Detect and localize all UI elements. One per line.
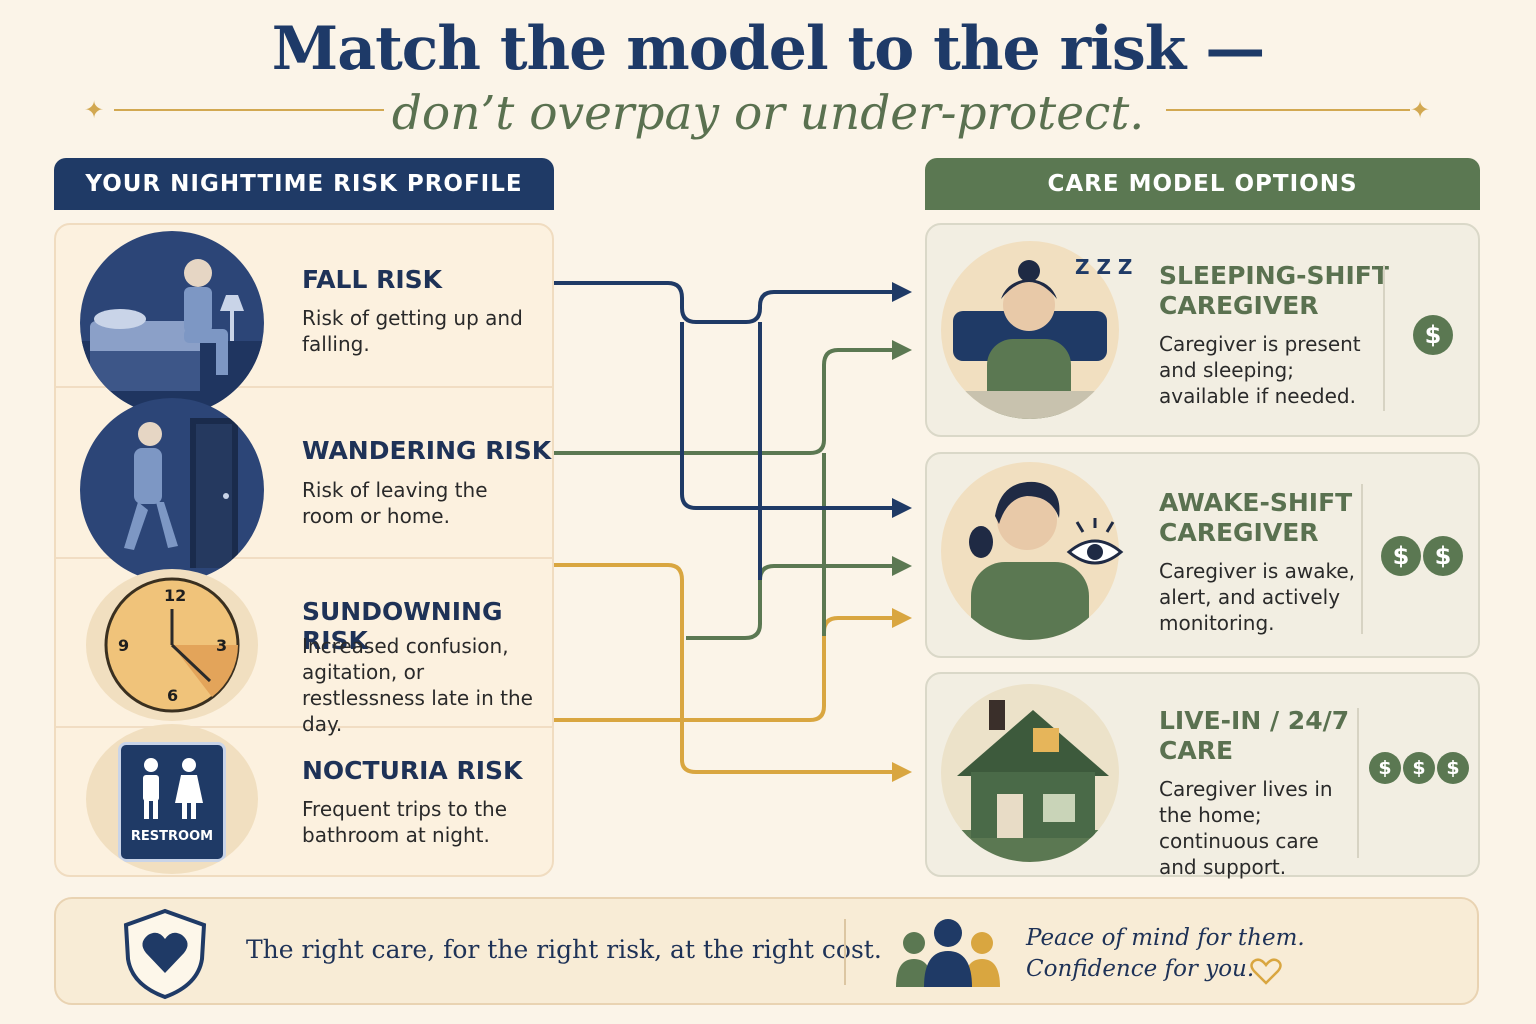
banner-tagline: The right care, for the right risk, at t… <box>246 935 882 964</box>
clock-6: 6 <box>167 686 178 705</box>
dollar-coin-icon: $ <box>1369 752 1401 784</box>
care-title-line1: SLEEPING-SHIFT <box>1159 261 1389 290</box>
fall-illustration <box>80 231 264 415</box>
divider <box>1361 484 1363 634</box>
connector-wandering-to-sleeping <box>554 340 912 455</box>
page-title: Match the model to the risk — <box>271 14 1265 84</box>
care-title: AWAKE-SHIFT CAREGIVER <box>1159 488 1352 548</box>
page-subtitle: don’t overpay or under-protect. <box>391 86 1145 141</box>
care-desc: Caregiver is present and sleeping; avail… <box>1159 332 1361 408</box>
dollar-coin-icon: $ <box>1423 536 1463 576</box>
connector-sundowning-to-livein <box>554 563 912 782</box>
restroom-label: RESTROOM <box>130 829 214 844</box>
dollar-coin-icon: $ <box>1413 315 1453 355</box>
risk-desc: Risk of getting up and falling. <box>302 306 523 356</box>
cost-indicator: $ $ $ <box>1369 752 1469 784</box>
risk-row-fall: FALL RISK Risk of getting up and falling… <box>56 225 552 415</box>
clock-9: 9 <box>118 636 129 655</box>
care-card-livein: LIVE-IN / 24/7 CARE Caregiver lives in t… <box>925 672 1480 879</box>
risk-row-sundowning: 12 3 6 9 SUNDOWNING RISK Increased confu… <box>56 565 552 736</box>
care-title: LIVE-IN / 24/7 CARE <box>1159 706 1349 766</box>
care-card-sleeping: Z Z Z SLEEPING-SHIFT CAREGIVER Caregiver… <box>925 223 1480 437</box>
shield-heart-icon <box>120 907 210 1005</box>
divider-right <box>1166 109 1410 111</box>
care-card-awake: AWAKE-SHIFT CAREGIVER Caregiver is awake… <box>925 452 1480 658</box>
risk-desc: Frequent trips to the bathroom at night. <box>302 797 508 847</box>
care-title-line2: CAREGIVER <box>1159 291 1319 320</box>
risk-title: NOCTURIA RISK <box>302 756 523 785</box>
divider-left <box>114 109 384 111</box>
risk-profile-panel: FALL RISK Risk of getting up and falling… <box>54 223 554 877</box>
risk-desc: Increased confusion, agitation, or restl… <box>302 634 533 736</box>
bottom-banner: The right care, for the right risk, at t… <box>54 897 1479 1005</box>
heart-outline-icon <box>1250 957 1282 989</box>
care-desc: Caregiver is awake, alert, and actively … <box>1159 559 1356 635</box>
sleeping-caregiver-illustration <box>941 241 1119 419</box>
divider <box>1357 708 1359 858</box>
care-title-line2: CARE <box>1159 736 1234 765</box>
care-options-header: CARE MODEL OPTIONS <box>925 158 1480 210</box>
care-desc: Caregiver lives in the home; continuous … <box>1159 777 1333 879</box>
dollar-coin-icon: $ <box>1381 536 1421 576</box>
connector-nocturia-to-awake <box>554 608 912 722</box>
cost-indicator: $ $ <box>1381 536 1463 576</box>
house-illustration <box>941 684 1119 862</box>
sparkle-icon: ✦ <box>1410 96 1431 124</box>
risk-title: WANDERING RISK <box>302 436 552 465</box>
banner-quote-line1: Peace of mind for them. <box>1026 925 1305 951</box>
risk-title: SUNDOWNING RISK <box>302 597 503 655</box>
sleep-z-icon: Z Z Z <box>1075 255 1133 279</box>
divider <box>1383 265 1385 411</box>
wandering-illustration <box>80 398 264 582</box>
banner-divider <box>844 919 846 985</box>
care-title: SLEEPING-SHIFT CAREGIVER <box>1159 261 1389 321</box>
risk-title: FALL RISK <box>302 265 443 294</box>
risk-desc: Risk of leaving the room or home. <box>302 478 488 528</box>
sparkle-icon: ✦ <box>84 96 105 124</box>
care-title-line1: AWAKE-SHIFT <box>1159 488 1353 517</box>
clock-illustration: 12 3 6 9 <box>86 569 258 721</box>
cost-indicator: $ <box>1413 315 1453 355</box>
clock-3: 3 <box>216 636 227 655</box>
care-title-line1: LIVE-IN / 24/7 <box>1159 706 1350 735</box>
eye-icon <box>1065 518 1125 572</box>
banner-quote-line2: Confidence for you. <box>1026 956 1255 982</box>
risk-profile-header: YOUR NIGHTTIME RISK PROFILE <box>54 158 554 210</box>
family-icon <box>896 915 1006 993</box>
connector-fall-to-sleeping <box>554 281 912 324</box>
clock-12: 12 <box>164 586 186 605</box>
dollar-coin-icon: $ <box>1403 752 1435 784</box>
care-title-line2: CAREGIVER <box>1159 518 1319 547</box>
restroom-illustration: RESTROOM <box>86 724 258 874</box>
dollar-coin-icon: $ <box>1437 752 1469 784</box>
risk-row-nocturia: RESTROOM NOCTURIA RISK Frequent trips to… <box>56 722 552 885</box>
connector-fall-to-awake <box>680 322 912 518</box>
connector-wandering-to-awake <box>686 556 912 640</box>
risk-row-wandering: WANDERING RISK Risk of leaving the room … <box>56 396 552 582</box>
